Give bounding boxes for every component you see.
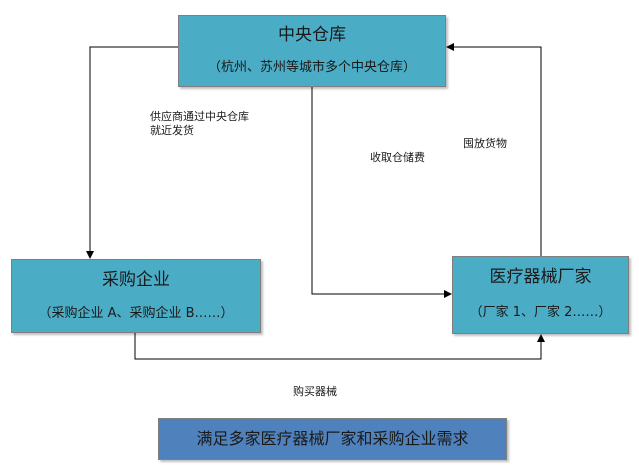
manufacturer-title: 医疗器械厂家 (489, 267, 592, 287)
storage-fee-label: 收取仓储费 (370, 151, 425, 164)
supplier-ship-label-line2: 就近发货 (150, 124, 194, 137)
arrow-central-to-buyer (86, 46, 178, 259)
supplier-ship-label-line1: 供应商通过中央仓库 (150, 110, 249, 123)
arrow-maker-to-central (446, 43, 542, 256)
manufacturer-subtitle: （厂家 1、厂家 2……） (469, 305, 612, 320)
purchasing-enterprise-title: 采购企业 (102, 270, 170, 290)
supplier-ship-label: 供应商通过中央仓库 就近发货 (150, 110, 249, 138)
central-warehouse-subtitle: （杭州、苏州等城市多个中央仓库） (207, 60, 416, 75)
purchasing-enterprise-subtitle: （采购企业 A、采购企业 B……） (38, 306, 234, 321)
central-warehouse-title: 中央仓库 (278, 25, 346, 45)
central-warehouse-node: 中央仓库 （杭州、苏州等城市多个中央仓库） (178, 15, 446, 87)
summary-banner: 满足多家医疗器械厂家和采购企业需求 (158, 418, 507, 460)
purchase-equipment-label: 购买器械 (293, 385, 337, 398)
arrow-buyer-to-maker (134, 333, 545, 360)
purchasing-enterprise-node: 采购企业 （采购企业 A、采购企业 B……） (11, 259, 261, 333)
arrow-central-to-maker (311, 87, 452, 298)
manufacturer-node: 医疗器械厂家 （厂家 1、厂家 2……） (452, 256, 629, 334)
stock-goods-label: 囤放货物 (463, 137, 507, 150)
